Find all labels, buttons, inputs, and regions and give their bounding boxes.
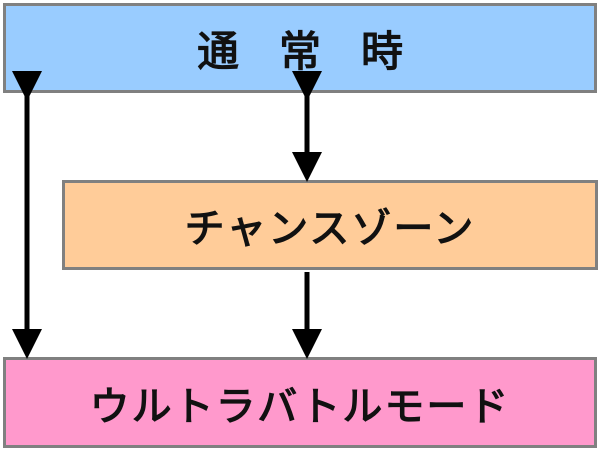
state-box-normal: 通常時 <box>3 3 597 93</box>
state-label-chance-zone: チャンスゾーン <box>184 206 476 252</box>
state-label-ultra-battle-mode: ウルトラバトルモード <box>89 383 511 430</box>
state-label-normal: 通常時 <box>196 26 443 76</box>
state-box-chance-zone: チャンスゾーン <box>62 180 598 270</box>
state-box-ultra-battle-mode: ウルトラバトルモード <box>3 357 597 448</box>
